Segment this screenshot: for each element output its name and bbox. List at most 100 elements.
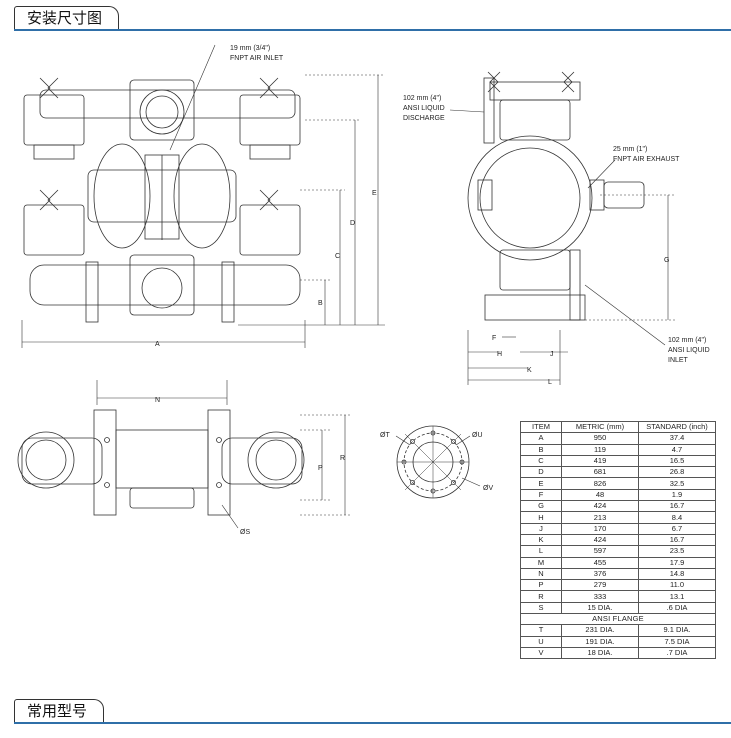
- discharge-label-2: DISCHARGE: [403, 115, 445, 122]
- dim-label-b: B: [318, 300, 323, 307]
- dim-label-n: N: [155, 397, 160, 404]
- cell-item: J: [520, 522, 562, 535]
- cell-item: S: [520, 601, 562, 615]
- cell-item: A: [520, 432, 562, 445]
- cell-standard: 32.5: [638, 477, 716, 490]
- cell-standard: .6 DIA: [638, 601, 716, 615]
- dim-label-j: J: [550, 351, 554, 358]
- header-item: ITEM: [520, 420, 562, 434]
- cell-metric: 950: [561, 432, 639, 445]
- dim-label-u: ØU: [472, 432, 483, 439]
- section-title-models: 常用型号: [27, 703, 88, 720]
- section-tab-models: 常用型号: [14, 699, 105, 724]
- cell-item: M: [520, 556, 562, 569]
- cell-item: R: [520, 590, 562, 603]
- cell-standard: 26.8: [638, 466, 716, 479]
- air-exhaust-size: 25 mm (1"): [613, 146, 647, 153]
- dim-label-s: ØS: [240, 529, 250, 536]
- section-title-install: 安装尺寸图: [27, 10, 103, 27]
- cell-standard: 16.7: [638, 533, 716, 547]
- cell-metric: 213: [561, 511, 639, 524]
- cell-standard: 14.8: [638, 567, 716, 581]
- cell-item: V: [520, 646, 562, 660]
- dim-label-t: ØT: [380, 432, 390, 439]
- cell-metric: 826: [561, 477, 639, 490]
- cell-standard: 9.1 DIA.: [638, 624, 716, 637]
- cell-metric: 18 DIA.: [561, 646, 639, 660]
- cell-metric: 119: [561, 443, 639, 456]
- cell-metric: 15 DIA.: [561, 601, 639, 615]
- cell-item: E: [520, 477, 562, 490]
- air-inlet-size: 19 mm (3/4"): [230, 45, 270, 52]
- dim-label-f: F: [492, 335, 496, 342]
- cell-item: C: [520, 454, 562, 468]
- cell-standard: 11.0: [638, 579, 716, 592]
- ansi-flange-subheader: ANSI FLANGE: [520, 613, 716, 626]
- cell-item: F: [520, 488, 562, 502]
- cell-standard: .7 DIA: [638, 646, 716, 660]
- cell-standard: 23.5: [638, 545, 716, 558]
- cell-metric: 597: [561, 545, 639, 558]
- cell-metric: 376: [561, 567, 639, 581]
- cell-standard: 6.7: [638, 522, 716, 535]
- cell-metric: 419: [561, 454, 639, 468]
- dim-label-p: P: [318, 465, 323, 472]
- cell-metric: 333: [561, 590, 639, 603]
- liquid-inlet-label-2: INLET: [668, 357, 689, 364]
- cell-item: P: [520, 579, 562, 592]
- cell-standard: 4.7: [638, 443, 716, 456]
- cell-standard: 7.5 DIA: [638, 635, 716, 648]
- dim-label-c: C: [335, 253, 340, 260]
- cell-item: G: [520, 500, 562, 513]
- side-view: [449, 71, 675, 385]
- cell-metric: 170: [561, 522, 639, 535]
- cell-standard: 16.7: [638, 500, 716, 513]
- dim-label-l: L: [548, 379, 552, 386]
- cell-metric: 681: [561, 466, 639, 479]
- cell-item: L: [520, 545, 562, 558]
- cell-standard: 37.4: [638, 432, 716, 445]
- cell-item: H: [520, 511, 562, 524]
- dim-label-e: E: [372, 190, 377, 197]
- section-tab-install: 安装尺寸图: [14, 6, 120, 31]
- cell-item: K: [520, 533, 562, 547]
- table-header-row: ITEM METRIC (mm) STANDARD (inch): [520, 420, 716, 434]
- cell-item: D: [520, 466, 562, 479]
- cell-standard: 1.9: [638, 488, 716, 502]
- cell-metric: 279: [561, 579, 639, 592]
- air-exhaust-label: FNPT AIR EXHAUST: [613, 156, 680, 163]
- dim-label-g: G: [664, 257, 669, 264]
- discharge-label-1: ANSI LIQUID: [403, 105, 445, 112]
- cell-metric: 455: [561, 556, 639, 569]
- dim-label-k: K: [527, 367, 532, 374]
- cell-standard: 17.9: [638, 556, 716, 569]
- top-view: [17, 380, 352, 529]
- dim-label-d: D: [350, 220, 355, 227]
- discharge-size: 102 mm (4"): [403, 95, 441, 102]
- front-view: [21, 44, 385, 348]
- cell-metric: 424: [561, 500, 639, 513]
- cell-metric: 191 DIA.: [561, 635, 639, 648]
- cell-standard: 8.4: [638, 511, 716, 524]
- cell-item: T: [520, 624, 562, 637]
- cell-metric: 231 DIA.: [561, 624, 639, 637]
